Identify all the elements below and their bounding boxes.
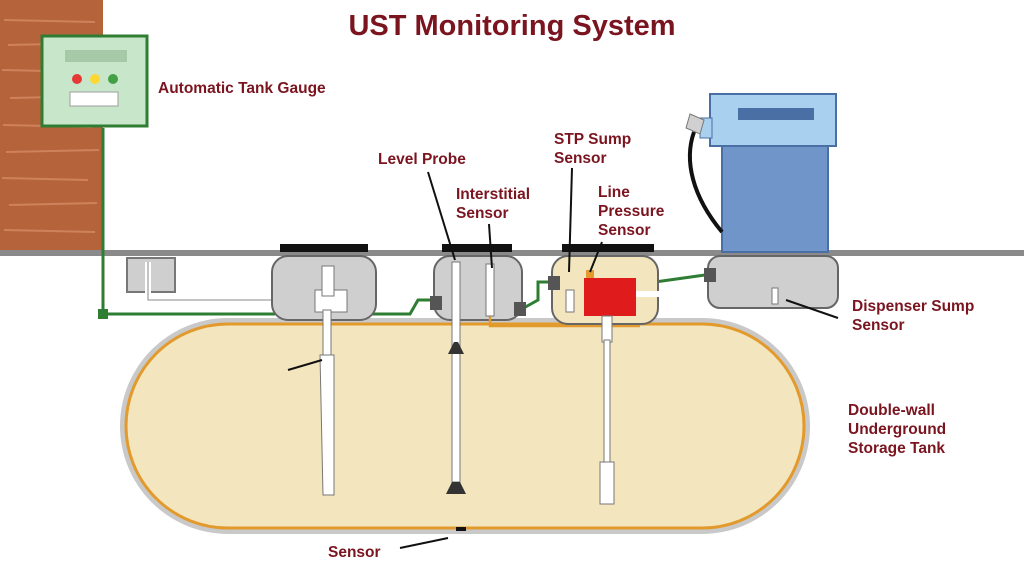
pointer-lines <box>399 167 839 549</box>
dispenser-sump-sensor-label: Dispenser Sump Sensor <box>852 298 975 334</box>
sump-2 <box>430 244 640 494</box>
diagram-title: UST Monitoring System <box>348 10 676 42</box>
storage-tank <box>120 318 810 534</box>
fill-box <box>126 257 280 303</box>
dispenser-sump <box>704 255 839 309</box>
sensor-label: Sensor <box>328 544 381 561</box>
stp-sump-sensor-label: STP Sump Sensor <box>554 131 632 167</box>
atg-label: Automatic Tank Gauge <box>158 80 326 97</box>
atg-light-red <box>72 74 82 84</box>
sump-1 <box>271 244 377 496</box>
ground-line <box>0 250 1024 256</box>
atg-light-green <box>108 74 118 84</box>
line-pressure-sensor-label: Line Pressure Sensor <box>598 184 665 239</box>
fuel-dispenser <box>685 93 837 253</box>
storage-tank-label: Double-wall Underground Storage Tank <box>848 402 947 457</box>
wire-junction <box>98 309 108 319</box>
atg-light-yellow <box>90 74 100 84</box>
level-probe-label: Level Probe <box>378 151 466 168</box>
tank-interstitial-sensor <box>456 527 466 531</box>
interstitial-sensor-label: Interstitial Sensor <box>456 186 531 222</box>
